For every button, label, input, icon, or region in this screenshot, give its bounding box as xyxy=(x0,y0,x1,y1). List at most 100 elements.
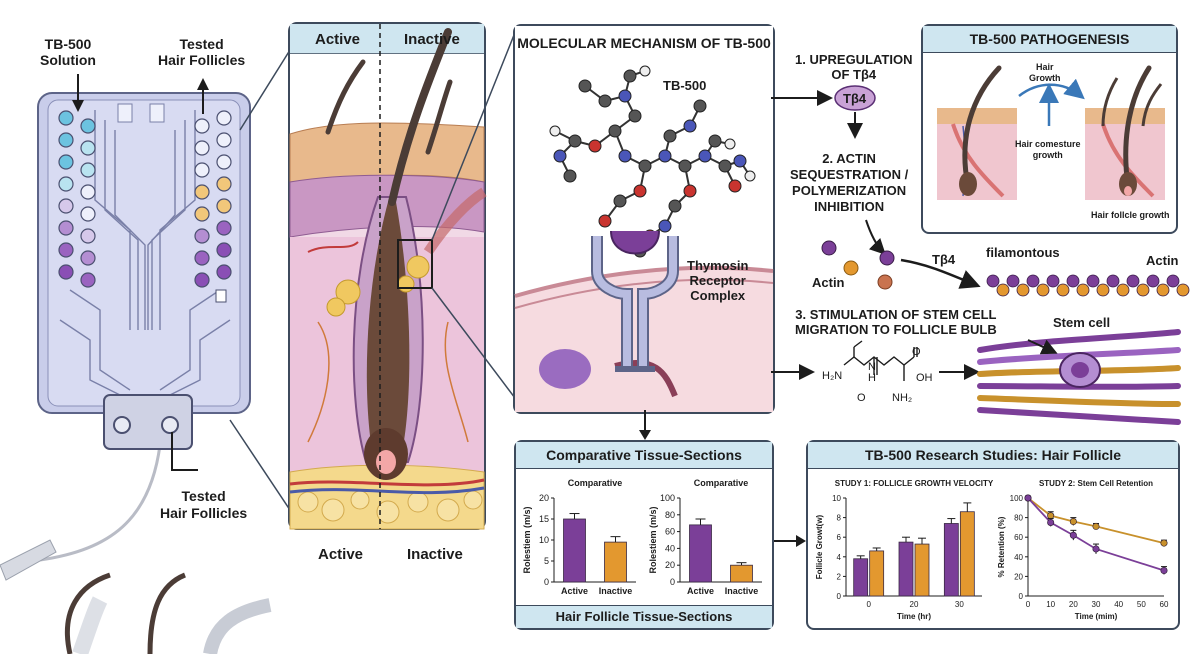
tb4-arrow-label: Tβ4 xyxy=(932,252,956,267)
x-tick-label: 60 xyxy=(1160,600,1169,609)
peptide-formula xyxy=(843,340,918,381)
x-axis-label: Time (hr) xyxy=(897,612,931,621)
x-axis-label: Time (mim) xyxy=(1075,612,1118,621)
y-tick-label: 6 xyxy=(837,533,842,542)
hair-comesture-label: Hair comesture growth xyxy=(1015,139,1081,160)
research-panel-title: TB-500 Research Studies: Hair Follicle xyxy=(808,442,1178,469)
y-tick-label: 4 xyxy=(837,553,842,562)
tissue-panel-title: Comparative Tissue-Sections xyxy=(516,442,772,469)
x-tick-label: 0 xyxy=(866,600,871,609)
molecule-label: TB-500 xyxy=(663,78,707,93)
y-tick-label: 0 xyxy=(837,592,842,601)
x-tick-label: Active xyxy=(687,586,714,596)
skin-bottom-active-label: Active xyxy=(318,546,364,563)
y-tick-label: 0 xyxy=(1019,592,1024,601)
x-tick-label: 20 xyxy=(1069,600,1078,609)
data-point xyxy=(1047,512,1055,520)
y-tick-label: 15 xyxy=(539,514,549,524)
skin-bottom-inactive-label: Inactive xyxy=(407,546,463,563)
tissue-panel: Comparative Tissue-Sections Hair Follicl… xyxy=(514,440,774,630)
bar xyxy=(914,543,930,597)
data-point xyxy=(1160,567,1168,575)
y-tick-label: 80 xyxy=(1014,514,1023,523)
y-tick-label: 5 xyxy=(544,556,549,566)
tissue-panel-footer: Hair Follicle Tissue-Sections xyxy=(516,605,772,628)
data-point xyxy=(1160,539,1168,547)
y-axis-label: Follicle Growt(w) xyxy=(815,514,824,579)
x-tick-label: 40 xyxy=(1114,600,1123,609)
chart-title: STUDY 1: FOLLICLE GROWTH VELOCITY xyxy=(835,479,994,488)
stem-cell-migration xyxy=(977,329,1181,425)
data-point xyxy=(1069,518,1077,526)
bar xyxy=(959,511,975,597)
data-point xyxy=(1092,545,1100,553)
actin-filament xyxy=(986,274,1190,297)
mechanism-panel-title: MOLECULAR MECHANISM OF TB-500 xyxy=(515,26,773,60)
y-tick-label: 100 xyxy=(1010,494,1024,503)
pathogenesis-panel: TB-500 PATHOGENESIS Hair Growth Hair com… xyxy=(921,24,1178,234)
bar-active xyxy=(689,524,712,583)
y-tick-label: 20 xyxy=(539,493,549,503)
chip-tested-bottom-label: Tested Hair Follicles xyxy=(160,488,248,521)
x-tick-label: 10 xyxy=(1046,600,1055,609)
bar xyxy=(853,558,869,597)
tb4-badge: Tβ4 xyxy=(843,91,867,106)
y-tick-label: 10 xyxy=(539,535,549,545)
formula-o1: O xyxy=(857,392,866,404)
actin-right-label: Actin xyxy=(1146,253,1179,268)
skin-section-drawing xyxy=(288,22,519,530)
formula-nh: N H xyxy=(868,361,876,384)
x-tick-label: 20 xyxy=(910,600,919,609)
mechanism-drawing xyxy=(514,65,774,412)
formula-oh: OH xyxy=(916,372,933,384)
bar-active xyxy=(563,518,586,583)
x-tick-label: Inactive xyxy=(599,586,633,596)
y-axis-label: Rolestiem (m/s) xyxy=(522,506,532,573)
series-line-2 xyxy=(1027,497,1165,572)
follicle-growth-label: Hair follcle growth xyxy=(1091,210,1170,220)
mechanism-panel: MOLECULAR MECHANISM OF TB-500 xyxy=(513,24,775,414)
receptor-label: Thymosin Receptor Complex xyxy=(687,258,749,303)
formula-o2: O xyxy=(912,346,921,358)
x-tick-label: 0 xyxy=(1026,600,1031,609)
y-tick-label: 80 xyxy=(665,510,675,520)
y-tick-label: 100 xyxy=(660,493,675,503)
y-tick-label: 2 xyxy=(837,572,842,581)
stem-cell-label: Stem cell xyxy=(1053,315,1111,330)
x-tick-label: 30 xyxy=(1092,600,1101,609)
chip-drawing xyxy=(0,49,291,654)
data-point xyxy=(1047,518,1055,526)
y-tick-label: 60 xyxy=(1014,533,1023,542)
step3-label: 3. STIMULATION OF STEM CELL MIGRATION TO… xyxy=(795,307,997,337)
chip-tested-top-label: Tested Hair Follicles xyxy=(158,36,246,68)
research-panel: TB-500 Research Studies: Hair Follicle 0… xyxy=(806,440,1180,630)
data-point xyxy=(1024,494,1032,502)
mech-to-tissue-arrow xyxy=(639,410,651,440)
pathogenesis-drawing xyxy=(937,65,1165,200)
chart-title: Comparative xyxy=(694,478,749,488)
chip-solution-label: TB-500 Solution xyxy=(40,36,96,68)
bar xyxy=(869,550,885,597)
actin-left-label: Actin xyxy=(812,275,845,290)
y-tick-label: 8 xyxy=(837,514,842,523)
skin-tab-inactive: Inactive xyxy=(404,31,460,48)
y-tick-label: 0 xyxy=(544,577,549,587)
y-tick-label: 0 xyxy=(670,577,675,587)
y-tick-label: 10 xyxy=(832,494,841,503)
x-tick-label: Inactive xyxy=(725,586,759,596)
chart-title: STUDY 2: Stem Cell Retention xyxy=(1039,479,1153,488)
bar xyxy=(898,541,914,597)
x-tick-label: 50 xyxy=(1137,600,1146,609)
y-tick-label: 40 xyxy=(1014,553,1023,562)
formula-nh2-bottom: NH₂ xyxy=(892,392,913,404)
data-point xyxy=(1069,531,1077,539)
steps-drawing xyxy=(771,85,981,290)
y-axis-label: Rolestiem (m/s) xyxy=(648,506,658,573)
step2-label: 2. ACTIN SEQUESTRATION / POLYMERIZATION … xyxy=(790,151,909,214)
x-tick-label: Active xyxy=(561,586,588,596)
filamentous-label: filamontous xyxy=(986,245,1060,260)
skin-tab-active: Active xyxy=(315,31,361,48)
